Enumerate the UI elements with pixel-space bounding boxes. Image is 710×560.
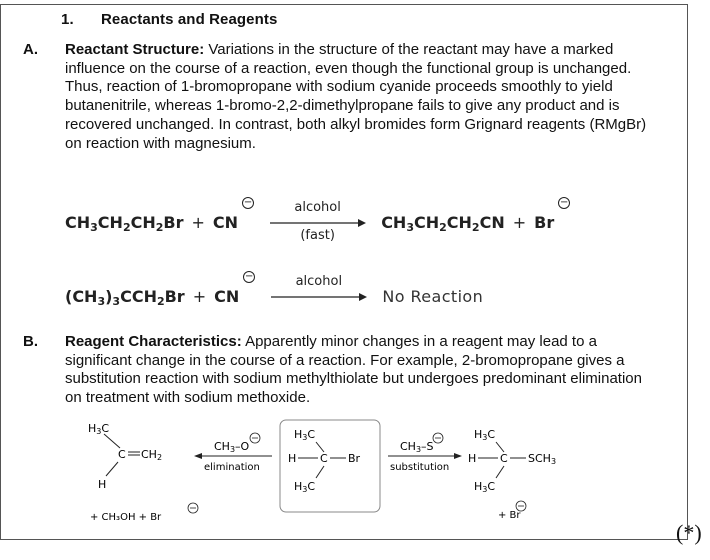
- negative-charge-icon: [249, 432, 261, 444]
- eq1-arrow-above: alcohol: [294, 199, 341, 215]
- equation-2: (CH3)3CCH2Br + CN− alcohol No Reaction: [65, 271, 484, 308]
- svg-text:H: H: [468, 452, 476, 465]
- section-b-letter: B.: [23, 333, 38, 350]
- right-byproduct: + Br: [498, 510, 521, 521]
- substrate-box: [279, 419, 381, 513]
- eq1-plus: +: [191, 213, 205, 232]
- eq1-product: CH3CH2CH2CN: [381, 213, 505, 234]
- substitution-label: substitution: [390, 462, 449, 473]
- propene-structure: H3C C CH2 H: [88, 422, 162, 491]
- svg-text:H: H: [288, 452, 296, 465]
- svg-text:CH3–S: CH3–S: [400, 440, 434, 454]
- eq2-arrow-above: alcohol: [295, 273, 343, 289]
- svg-text:SCH3: SCH3: [528, 452, 556, 466]
- negative-charge-icon: [187, 502, 199, 514]
- left-byproduct: + CH₃OH + Br: [90, 512, 162, 523]
- eq2-cyanide: CN−: [214, 271, 256, 306]
- negative-charge-icon: −: [558, 197, 571, 209]
- reaction-arrow-icon: [269, 218, 366, 227]
- elimination-label: elimination: [204, 462, 260, 473]
- eq1-reactant: CH3CH2CH2Br: [65, 213, 184, 234]
- eq2-plus: +: [192, 287, 207, 306]
- svg-text:H3C: H3C: [474, 428, 495, 442]
- heading-number: 1.: [61, 11, 74, 28]
- svg-text:H3C: H3C: [88, 422, 109, 436]
- section-b-paragraph: Reagent Characteristics: Apparently mino…: [65, 333, 659, 408]
- eq1-cyanide: CN−: [212, 197, 255, 232]
- svg-text:C: C: [320, 452, 328, 465]
- svg-text:CH2: CH2: [141, 448, 162, 462]
- negative-charge-icon: −: [242, 197, 255, 209]
- substitution-arrow: CH3–S substitution: [388, 432, 462, 473]
- svg-text:C: C: [500, 452, 508, 465]
- svg-text:CH3–O: CH3–O: [214, 440, 250, 454]
- eq1-plus-2: +: [512, 213, 527, 232]
- section-b-text: Apparently minor changes in a reagent ma…: [65, 333, 642, 407]
- reaction-arrow-icon: [270, 292, 367, 301]
- negative-charge-icon: [515, 500, 527, 512]
- reaction-scheme: H3C C CH2 H + CH₃OH + Br CH3–O eliminati…: [88, 419, 556, 523]
- eq2-reactant: (CH3)3CCH2Br: [65, 287, 185, 308]
- section-a-letter: A.: [23, 41, 38, 58]
- svg-text:H3C: H3C: [474, 480, 495, 494]
- svg-text:Br: Br: [348, 452, 361, 465]
- bromopropane-structure: H3C H C Br H3C: [288, 428, 361, 494]
- content-frame: 1. Reactants and Reagents A. Reactant Str…: [0, 4, 688, 540]
- elimination-arrow: CH3–O elimination: [194, 432, 272, 473]
- section-a-lead: Reactant Structure:: [65, 41, 205, 58]
- eq2-arrow: alcohol: [270, 274, 367, 308]
- equation-1: CH3CH2CH2Br + CN− alcohol (fast) CH3CH2CH2…: [65, 197, 571, 243]
- section-a-text: Variations in the structure of the react…: [65, 41, 647, 152]
- svg-text:H3C: H3C: [294, 428, 315, 442]
- svg-text:H: H: [98, 478, 106, 491]
- negative-charge-icon: −: [243, 271, 256, 283]
- eq1-bromide: Br−: [534, 197, 571, 232]
- section-heading: 1. Reactants and Reagents: [61, 11, 277, 28]
- heading-title: Reactants and Reagents: [101, 11, 278, 28]
- footnote-marker: (*): [676, 520, 702, 545]
- svg-text:H3C: H3C: [294, 480, 315, 494]
- eq1-arrow-below: (fast): [300, 227, 335, 243]
- thioether-structure: H3C H C SCH3 H3C: [468, 428, 556, 494]
- section-a-paragraph: Reactant Structure: Variations in the st…: [65, 41, 659, 153]
- negative-charge-icon: [432, 432, 444, 444]
- eq2-product: No Reaction: [382, 287, 484, 306]
- eq1-arrow: alcohol (fast): [269, 200, 366, 243]
- section-b-lead: Reagent Characteristics:: [65, 333, 242, 350]
- svg-text:C: C: [118, 448, 126, 461]
